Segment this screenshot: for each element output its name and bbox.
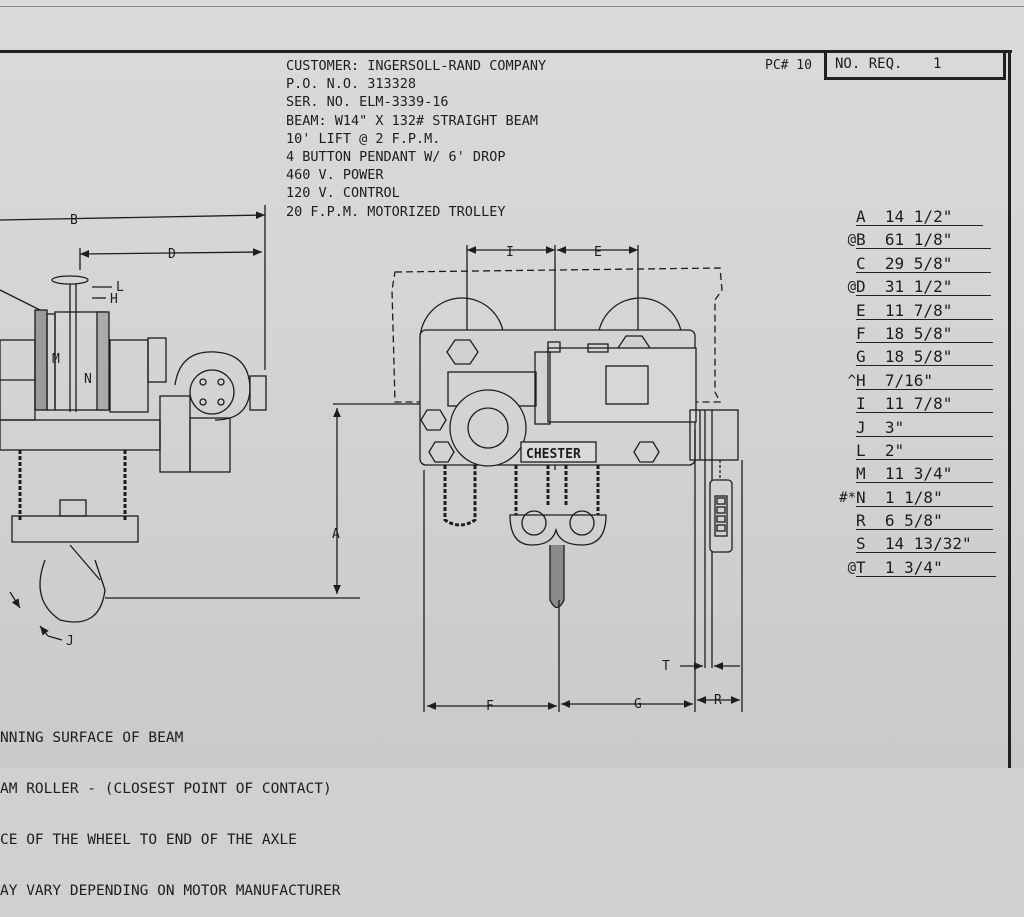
dim-value: J 3" — [856, 417, 905, 437]
note-line: CE OF THE WHEEL TO END OF THE AXLE — [0, 832, 297, 848]
dim-row: @D 31 1/2" — [836, 275, 1006, 298]
dim-underline — [856, 435, 993, 437]
dimension-table: A 14 1/2" @B 61 1/8" C 29 5/8" @D 31 1/2… — [836, 205, 1006, 579]
dim-row: ^H 7/16" — [836, 369, 1006, 392]
hoist-drawing: B D L H M N J I E A F G R T CHESTER — [0, 205, 743, 714]
dim-underline — [856, 482, 993, 484]
dim-value: F 18 5/8" — [856, 323, 953, 343]
dim-row: I 11 7/8" — [836, 392, 1006, 415]
note-line: AY VARY DEPENDING ON MOTOR MANUFACTURER — [0, 883, 341, 899]
dim-underline — [856, 225, 983, 226]
dim-row: J 3" — [836, 416, 1006, 439]
dim-value: G 18 5/8" — [856, 347, 953, 367]
dim-value: L 2" — [856, 440, 905, 460]
label-H: H — [110, 292, 118, 307]
label-B: B — [70, 213, 78, 228]
dim-value: B 61 1/8" — [856, 230, 953, 250]
dim-prefix: @ — [847, 559, 856, 576]
dim-row: @T 1 3/4" — [836, 556, 1006, 579]
spec-line: 20 F.P.M. MOTORIZED TROLLEY — [286, 203, 506, 220]
dim-row: E 11 7/8" — [836, 299, 1006, 322]
dim-prefix: @ — [847, 279, 856, 296]
dim-value: C 29 5/8" — [856, 253, 953, 273]
dim-underline — [856, 248, 991, 250]
label-L: L — [116, 280, 124, 295]
dim-underline — [856, 388, 993, 390]
spec-line: BEAM: W14" X 132# STRAIGHT BEAM — [286, 112, 538, 129]
dim-value: D 31 1/2" — [856, 277, 953, 297]
dim-underline — [856, 505, 993, 507]
label-J: J — [66, 634, 74, 649]
dim-underline — [856, 271, 991, 273]
label-F: F — [486, 699, 494, 714]
sheet-edge-line — [0, 6, 1024, 7]
pc-number: PC# 10 — [765, 58, 812, 73]
brand-label: CHESTER — [526, 447, 581, 462]
front-view — [333, 245, 743, 712]
dim-row: A 14 1/2" — [836, 205, 1006, 228]
dim-value: N 1 1/8" — [856, 487, 943, 507]
dim-row: S 14 13/32" — [836, 532, 1006, 555]
spec-line: 460 V. POWER — [286, 167, 384, 184]
dim-underline — [856, 295, 991, 297]
dim-underline — [856, 575, 996, 577]
dim-value: E 11 7/8" — [856, 300, 953, 320]
dim-underline — [856, 318, 993, 320]
spec-block: CUSTOMER: INGERSOLL-RAND COMPANY P.O. N.… — [286, 57, 546, 221]
dim-value: H 7/16" — [856, 370, 934, 390]
spec-line: 120 V. CONTROL — [286, 185, 400, 202]
dim-prefix: ^ — [847, 372, 856, 389]
border-top — [0, 50, 1012, 53]
spec-line: 4 BUTTON PENDANT W/ 6' DROP — [286, 149, 506, 166]
dim-value: A 14 1/2" — [856, 207, 953, 226]
dim-row: R 6 5/8" — [836, 509, 1006, 532]
label-R: R — [714, 693, 722, 708]
dim-value: I 11 7/8" — [856, 394, 953, 414]
spec-line: 10' LIFT @ 2 F.P.M. — [286, 130, 441, 147]
label-T: T — [662, 659, 670, 674]
side-view — [0, 205, 360, 641]
dim-row: F 18 5/8" — [836, 322, 1006, 345]
no-req-label: NO. REQ. — [835, 56, 903, 72]
spec-line: P.O. N.O. 313328 — [286, 76, 417, 93]
dim-value: T 1 3/4" — [856, 557, 943, 577]
dim-underline — [856, 552, 996, 554]
dim-row: M 11 3/4" — [836, 462, 1006, 485]
no-req-box — [824, 50, 1006, 80]
dim-row: L 2" — [836, 439, 1006, 462]
dim-value: R 6 5/8" — [856, 511, 943, 531]
spec-line: CUSTOMER: INGERSOLL-RAND COMPANY — [286, 58, 547, 74]
dim-row: G 18 5/8" — [836, 345, 1006, 368]
dim-prefix: @ — [847, 232, 856, 249]
dim-row: #*N 1 1/8" — [836, 486, 1006, 509]
no-req-value: 1 — [933, 56, 942, 72]
dim-underline — [856, 458, 993, 460]
border-right — [1008, 50, 1011, 768]
dim-row: @B 61 1/8" — [836, 228, 1006, 251]
dim-prefix: #* — [839, 489, 856, 506]
dim-underline — [856, 341, 993, 343]
note-line: AM ROLLER - (CLOSEST POINT OF CONTACT) — [0, 781, 332, 797]
label-A: A — [332, 527, 340, 542]
label-G: G — [634, 697, 642, 712]
label-I: I — [506, 245, 514, 260]
label-M: M — [52, 352, 60, 367]
spec-line: SER. NO. ELM-3339-16 — [286, 94, 449, 111]
dim-underline — [856, 529, 993, 531]
label-D: D — [168, 247, 176, 262]
label-E: E — [594, 245, 602, 260]
label-N: N — [84, 372, 92, 387]
dim-row: C 29 5/8" — [836, 252, 1006, 275]
dim-underline — [856, 412, 993, 414]
note-line: NNING SURFACE OF BEAM — [0, 730, 184, 746]
dim-value: S 14 13/32" — [856, 534, 972, 554]
dim-value: M 11 3/4" — [856, 464, 953, 484]
dim-underline — [856, 365, 993, 367]
